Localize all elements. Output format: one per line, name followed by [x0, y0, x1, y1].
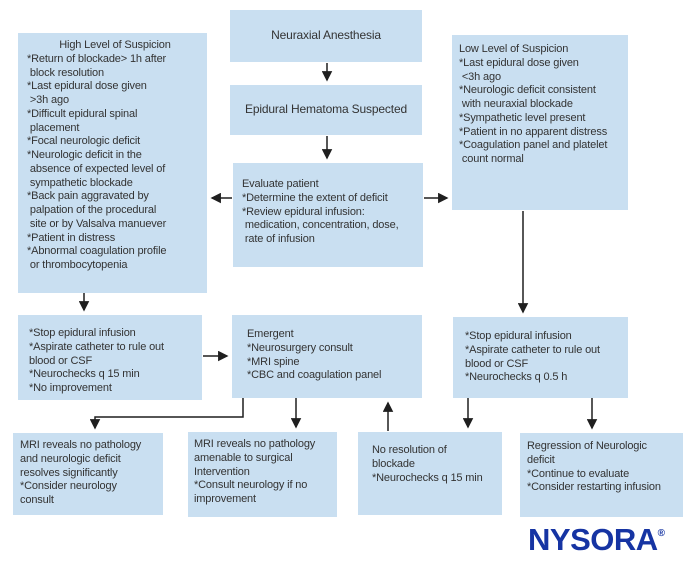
arrow-emergent-to-mri-resolves — [89, 398, 244, 430]
node-regression-of-neurologic-deficit: Regression of Neurologic deficit *Contin… — [520, 433, 683, 517]
node-body: Low Level of Suspicion *Last epidural do… — [459, 43, 608, 165]
node-body: Emergent *Neurosurgery consult *MRI spin… — [247, 328, 382, 382]
node-mri-no-pathology-surgical: MRI reveals no pathology amenable to sur… — [188, 432, 337, 517]
node-epidural-hematoma-suspected: Epidural Hematoma Suspected — [230, 85, 422, 135]
node-title: Neuraxial Anesthesia — [271, 28, 381, 43]
node-body: MRI reveals no pathology and neurologic … — [20, 439, 142, 506]
node-body: Evaluate patient *Determine the extent o… — [242, 178, 399, 245]
node-body: *Return of blockade> 1h after block reso… — [27, 52, 167, 271]
node-title: Epidural Hematoma Suspected — [244, 102, 408, 117]
registered-trademark-icon: ® — [657, 528, 666, 539]
node-neuraxial-anesthesia: Neuraxial Anesthesia — [230, 10, 422, 62]
node-no-resolution-of-blockade: No resolution of blockade *Neurochecks q… — [358, 432, 502, 515]
node-body: *Stop epidural infusion *Aspirate cathet… — [29, 327, 164, 394]
node-body: MRI reveals no pathology amenable to sur… — [194, 438, 316, 505]
node-high-level-of-suspicion: High Level of Suspicion *Return of block… — [18, 33, 207, 293]
node-body: No resolution of blockade *Neurochecks q… — [372, 444, 483, 484]
node-title: High Level of Suspicion — [59, 39, 171, 51]
node-body: *Stop epidural infusion *Aspirate cathet… — [465, 330, 600, 384]
node-emergent: Emergent *Neurosurgery consult *MRI spin… — [232, 315, 422, 398]
node-mri-no-pathology-deficit-resolves: MRI reveals no pathology and neurologic … — [13, 433, 163, 515]
nysora-logo: NYSORA® — [528, 522, 665, 558]
nysora-logo-text: NYSORA — [528, 522, 658, 557]
node-stop-epidural-infusion-right: *Stop epidural infusion *Aspirate cathet… — [453, 317, 628, 398]
node-low-level-of-suspicion: Low Level of Suspicion *Last epidural do… — [452, 35, 628, 210]
node-stop-epidural-infusion-left: *Stop epidural infusion *Aspirate cathet… — [18, 315, 202, 400]
node-body: Regression of Neurologic deficit *Contin… — [527, 440, 661, 494]
node-evaluate-patient: Evaluate patient *Determine the extent o… — [233, 163, 423, 267]
